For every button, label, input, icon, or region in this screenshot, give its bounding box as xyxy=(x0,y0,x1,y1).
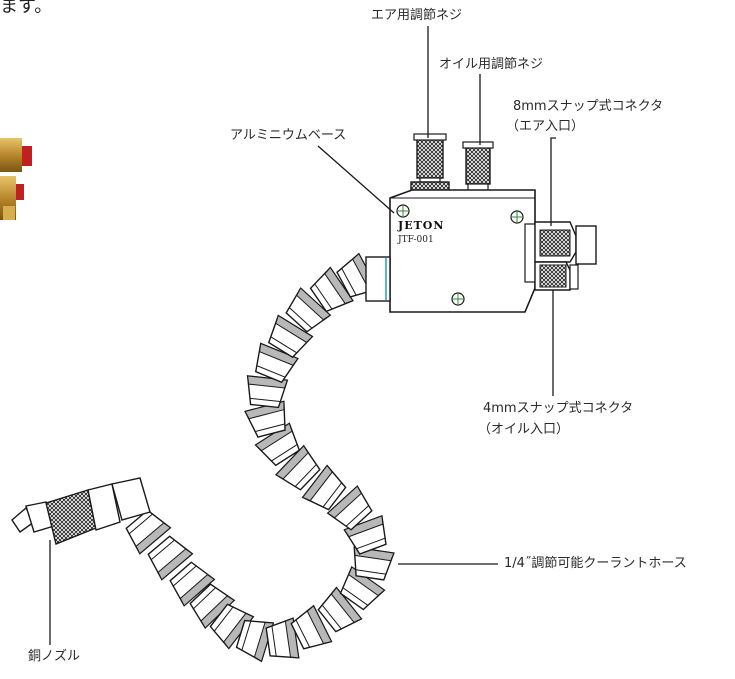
block-brand-text: JETON xyxy=(398,219,445,232)
label-coolant-hose: 1/4˝調節可能クーラントホース xyxy=(504,556,687,571)
knurled-nozzle-icon xyxy=(11,477,151,545)
hose-segment xyxy=(125,509,172,555)
label-aluminum-base: アルミニウムベース xyxy=(230,128,347,143)
leader-base xyxy=(317,145,395,214)
segmented-hose-icon xyxy=(125,252,395,663)
hose-segment xyxy=(309,266,354,313)
hose-segment xyxy=(265,617,300,659)
hose-segment xyxy=(267,314,314,359)
hose-segment xyxy=(147,535,194,581)
valve-block-icon xyxy=(365,133,597,313)
label-4mm-connector: 4mmスナップ式コネクタ xyxy=(483,401,634,416)
label-8mm-connector-sub: （エア入口） xyxy=(506,119,585,134)
hose-segment xyxy=(343,514,387,555)
hose-segment xyxy=(246,375,289,409)
label-4mm-connector-sub: （オイル入口） xyxy=(478,422,570,437)
leader-lines xyxy=(49,26,556,645)
block-model-text: JTF-001 xyxy=(398,235,434,245)
hose-segment xyxy=(254,422,301,467)
hose-segment xyxy=(254,342,299,384)
hose-segment xyxy=(189,583,236,630)
cropped-caption-text: ます。 xyxy=(0,0,53,17)
hose-segment xyxy=(326,485,373,531)
hose-segment xyxy=(301,464,347,511)
hose-segment xyxy=(317,586,363,633)
hose-segment xyxy=(274,444,321,491)
hose-segment xyxy=(169,561,216,607)
hose-segment xyxy=(353,546,395,581)
leader-8mm xyxy=(550,137,556,226)
hose-segment xyxy=(285,287,332,333)
label-oil-adjust-screw: オイル用調節ネジ xyxy=(439,57,544,72)
hose-segment xyxy=(290,604,333,650)
label-copper-nozzle: 銅ノズル xyxy=(28,649,81,664)
label-air-adjust-screw: エア用調節ネジ xyxy=(371,8,463,23)
label-8mm-connector: 8mmスナップ式コネクタ xyxy=(513,99,664,114)
brass-fitting-icon xyxy=(0,138,32,220)
